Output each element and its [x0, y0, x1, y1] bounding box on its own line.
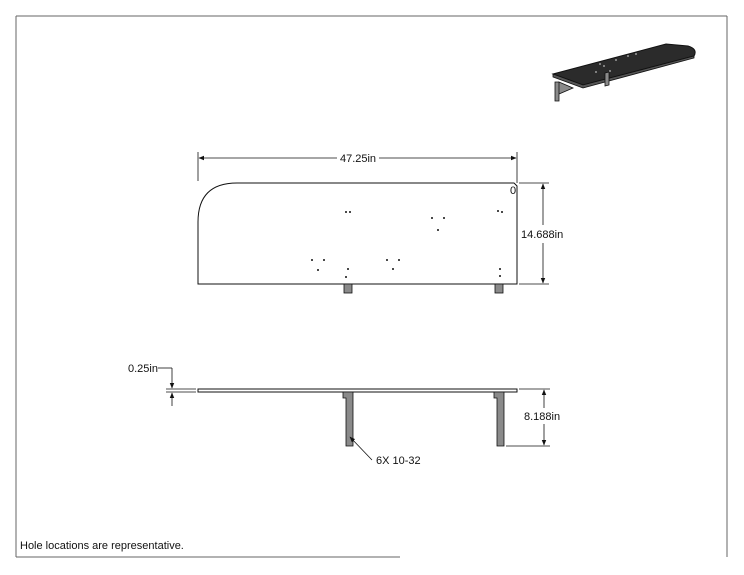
hole-location-note: Hole locations are representative.	[20, 540, 184, 552]
shelf-outline-top-view	[197, 182, 518, 285]
isometric-bracket-right	[604, 71, 610, 87]
thickness-dimension-label: 0.25in	[128, 363, 158, 375]
width-dimension: 47.25in	[197, 152, 518, 183]
hardware-callout: 6X 10-32	[349, 436, 421, 467]
isometric-shelf-top	[551, 43, 696, 86]
depth-dimension: 14.688in	[519, 182, 563, 285]
bracket-right-front-view	[493, 391, 505, 447]
isometric-holes	[595, 53, 637, 73]
width-dimension-label: 47.25in	[340, 153, 376, 165]
top-view: 0	[197, 182, 518, 294]
isometric-shelf-edge	[552, 55, 695, 89]
isometric-preview	[551, 43, 696, 102]
hardware-callout-label: 6X 10-32	[376, 455, 421, 467]
depth-dimension-label: 14.688in	[521, 229, 563, 241]
corner-mark: 0	[510, 185, 516, 197]
front-view	[197, 388, 518, 447]
mounting-holes	[311, 210, 503, 278]
shelf-edge-front-view	[197, 388, 518, 393]
bracket-height-dimension-label: 8.188in	[524, 411, 560, 423]
bracket-left-front-view	[342, 391, 354, 447]
bracket-stubs-top-view	[343, 283, 504, 294]
thickness-dimension: 0.25in	[128, 363, 196, 406]
isometric-bracket-left	[554, 81, 575, 102]
bracket-height-dimension: 8.188in	[506, 388, 560, 447]
sheet-frame	[15, 15, 728, 558]
